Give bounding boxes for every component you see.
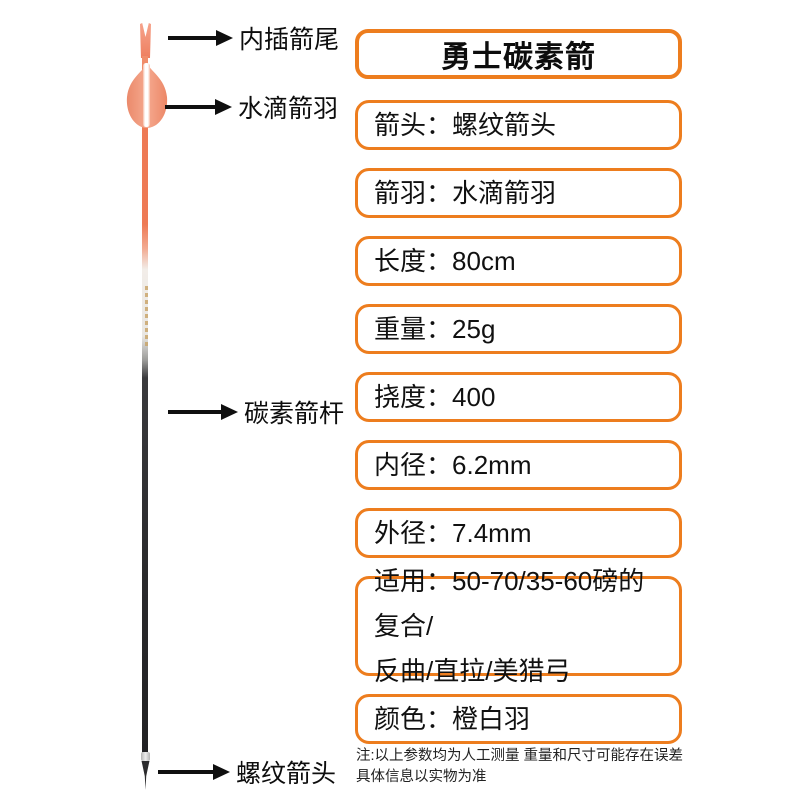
callout-label-shaft: 碳素箭杆 bbox=[244, 400, 345, 428]
spec-value: 螺纹箭头 bbox=[452, 110, 557, 140]
spec-value: 400 bbox=[452, 382, 496, 412]
spec-value: 水滴箭羽 bbox=[452, 178, 557, 208]
spec-text: 外径：7.4mm bbox=[374, 518, 532, 548]
spec-row-spine: 挠度：400 bbox=[355, 372, 682, 422]
arrow-tip bbox=[141, 761, 150, 790]
product-title-box: 勇士碳素箭 bbox=[355, 29, 682, 79]
spec-row-length: 长度：80cm bbox=[355, 236, 682, 286]
spec-separator: ： bbox=[426, 518, 453, 548]
spec-separator: ： bbox=[426, 450, 453, 480]
spec-text: 内径：6.2mm bbox=[374, 450, 532, 480]
arrow-tip-band bbox=[141, 752, 150, 761]
spec-row-inner-diameter: 内径：6.2mm bbox=[355, 440, 682, 490]
arrow-line bbox=[168, 36, 216, 40]
spec-row-applicable: 适用：50-70/35-60磅的复合/ 反曲/直拉/美猎弓 bbox=[355, 566, 682, 686]
callout-shaft: 碳素箭杆 bbox=[168, 396, 344, 428]
callout-label-fletching: 水滴箭羽 bbox=[238, 95, 339, 123]
spec-text: 重量：25g bbox=[374, 314, 495, 344]
spec-separator: ： bbox=[426, 246, 453, 276]
spec-label: 外径 bbox=[374, 518, 427, 548]
callout-tip: 螺纹箭头 bbox=[158, 756, 336, 788]
right-arrow-icon bbox=[216, 30, 233, 46]
spec-label: 挠度 bbox=[374, 382, 427, 412]
spec-text: 箭头：螺纹箭头 bbox=[374, 110, 556, 140]
spec-text: 箭羽：水滴箭羽 bbox=[374, 178, 556, 208]
shaft-branding bbox=[145, 286, 148, 346]
spec-row-fletching: 箭羽：水滴箭羽 bbox=[355, 168, 682, 218]
spec-label: 箭羽 bbox=[374, 178, 427, 208]
arrow-line bbox=[165, 105, 215, 109]
spec-panel: 勇士碳素箭 箭头：螺纹箭头 箭羽：水滴箭羽 长度：80cm 重量：25g 挠度：… bbox=[355, 29, 682, 744]
arrow-line bbox=[158, 770, 213, 774]
spec-value: 25g bbox=[452, 314, 496, 344]
right-arrow-icon bbox=[221, 404, 238, 420]
spec-value: 7.4mm bbox=[452, 518, 532, 548]
arrow-nock bbox=[140, 23, 151, 58]
arrow-line bbox=[168, 410, 221, 414]
spec-value: 橙白羽 bbox=[452, 704, 531, 734]
spec-row-color: 颜色：橙白羽 bbox=[355, 694, 682, 744]
spec-label: 重量 bbox=[374, 314, 427, 344]
spec-separator: ： bbox=[426, 314, 453, 344]
arrow-shaft bbox=[142, 56, 148, 756]
callout-label-tip: 螺纹箭头 bbox=[236, 760, 337, 788]
spec-text: 适用：50-70/35-60磅的复合/ 反曲/直拉/美猎弓 bbox=[374, 559, 663, 694]
spec-row-weight: 重量：25g bbox=[355, 304, 682, 354]
spec-separator: ： bbox=[426, 382, 453, 412]
spec-label: 长度 bbox=[374, 246, 427, 276]
right-arrow-icon bbox=[213, 764, 230, 780]
spec-value: 50-70/35-60磅的复合/ 反曲/直拉/美猎弓 bbox=[374, 565, 645, 686]
callout-label-nock: 内插箭尾 bbox=[239, 26, 340, 54]
spec-label: 适用 bbox=[374, 565, 427, 596]
right-arrow-icon bbox=[215, 99, 232, 115]
spec-text: 长度：80cm bbox=[374, 246, 516, 276]
spec-separator: ： bbox=[426, 704, 453, 734]
spec-text: 挠度：400 bbox=[374, 382, 495, 412]
spec-separator: ： bbox=[426, 110, 453, 140]
fletching-shaft-stripe bbox=[143, 63, 150, 127]
spec-row-outer-diameter: 外径：7.4mm bbox=[355, 508, 682, 558]
spec-separator: ： bbox=[426, 565, 453, 596]
callout-fletching: 水滴箭羽 bbox=[165, 91, 338, 123]
spec-value: 6.2mm bbox=[452, 450, 532, 480]
page-title: 勇士碳素箭 bbox=[441, 41, 596, 74]
spec-list: 箭头：螺纹箭头 箭羽：水滴箭羽 长度：80cm 重量：25g 挠度：400 内径… bbox=[355, 100, 682, 744]
spec-label: 内径 bbox=[374, 450, 427, 480]
disclaimer-note: 注:以上参数均为人工测量 重量和尺寸可能存在误差 具体信息以实物为准 bbox=[356, 748, 684, 786]
spec-text: 颜色：橙白羽 bbox=[374, 704, 530, 734]
spec-label: 箭头 bbox=[374, 110, 427, 140]
spec-value: 80cm bbox=[452, 246, 516, 276]
spec-separator: ： bbox=[426, 178, 453, 208]
callout-nock: 内插箭尾 bbox=[168, 22, 339, 54]
spec-row-head: 箭头：螺纹箭头 bbox=[355, 100, 682, 150]
spec-label: 颜色 bbox=[374, 704, 427, 734]
